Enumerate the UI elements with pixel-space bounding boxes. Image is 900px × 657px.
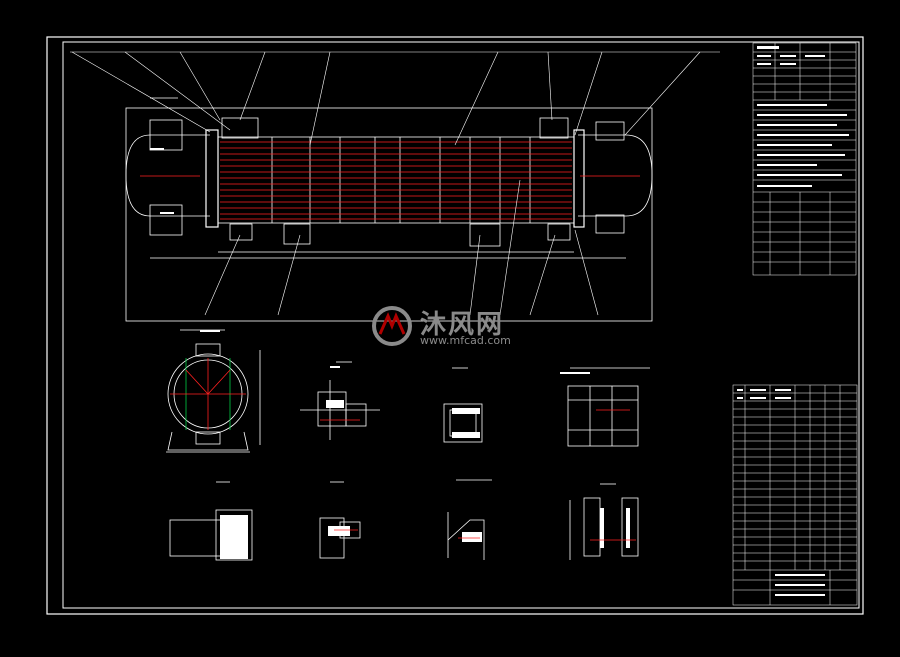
detail-red-accents — [320, 409, 636, 541]
exchanger-elevation-view — [125, 97, 653, 322]
watermark-brand: 沐风网 — [420, 310, 505, 340]
annotation-marks — [150, 46, 849, 596]
detail-views — [169, 361, 650, 561]
watermark: 沐风网 www.mfcad.com — [370, 302, 540, 352]
section-partition — [170, 358, 246, 430]
leader-lines — [70, 51, 720, 316]
mfcad-logo-icon — [372, 306, 412, 346]
detail-hatching — [220, 400, 630, 559]
technical-data-table — [752, 42, 857, 276]
shell-cross-section — [166, 329, 261, 453]
drawing-frame — [46, 36, 864, 615]
watermark-url: www.mfcad.com — [420, 334, 511, 347]
parts-list-table — [732, 384, 858, 606]
tube-bundle — [140, 141, 640, 220]
